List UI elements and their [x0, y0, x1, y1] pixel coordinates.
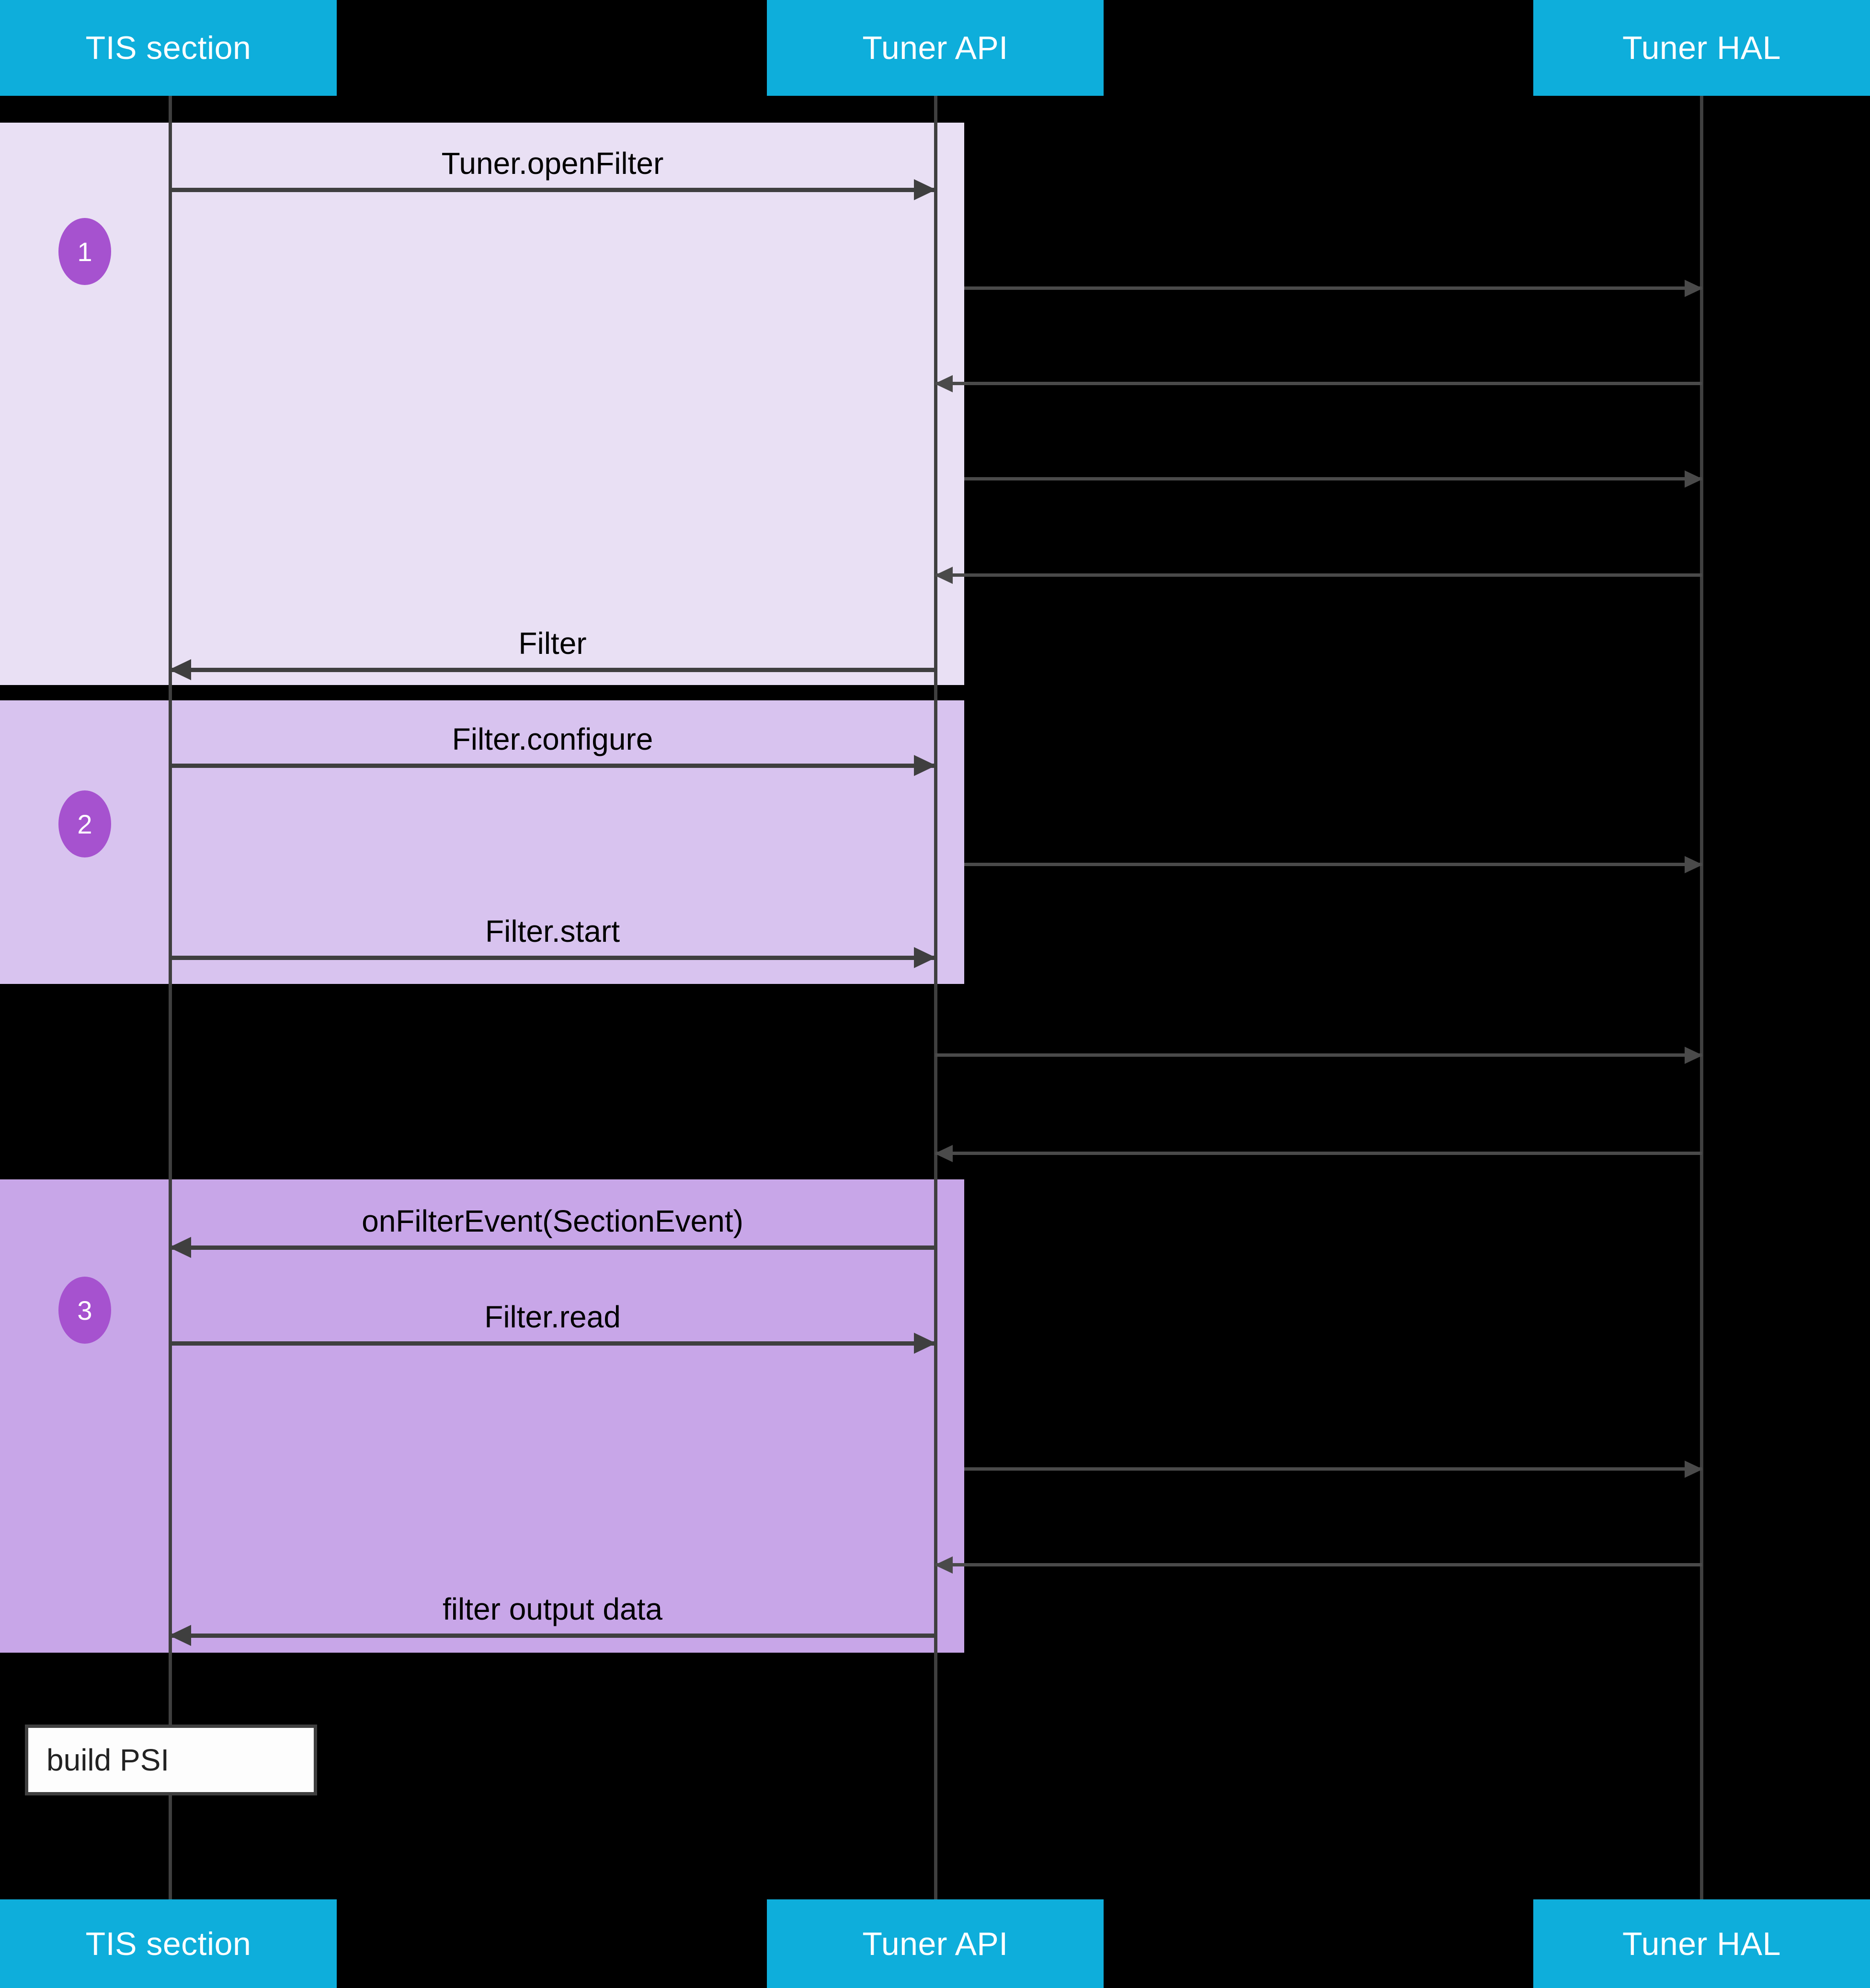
arrowhead-right-icon — [1685, 280, 1703, 297]
phase-badge-2: 2 — [58, 790, 111, 857]
message-filter-return-label: Filter — [518, 626, 587, 661]
arrowhead-left-icon — [935, 375, 953, 392]
message-line — [935, 1152, 1702, 1155]
arrowhead-right-icon — [914, 755, 936, 776]
message-line — [964, 286, 1702, 290]
lifeline-tis — [169, 96, 172, 1899]
message-line — [935, 1563, 1702, 1566]
lifeline-hal — [1700, 96, 1703, 1899]
message-line — [935, 573, 1702, 577]
arrowhead-right-icon — [914, 1333, 936, 1354]
arrowhead-right-icon — [1685, 1047, 1703, 1064]
arrowhead-right-icon — [914, 179, 936, 200]
message-onfilterevent-label: onFilterEvent(SectionEvent) — [362, 1204, 743, 1238]
phase-band-2 — [0, 700, 964, 984]
participant-header-tis[interactable]: TIS section — [0, 0, 337, 96]
message-line — [935, 382, 1702, 385]
message-filter-configure-label: Filter.configure — [452, 722, 653, 756]
participant-header-api-label: Tuner API — [862, 30, 1008, 66]
phase-badge-1-label: 1 — [77, 236, 92, 267]
participant-header-hal[interactable]: Tuner HAL — [1533, 0, 1870, 96]
arrowhead-left-icon — [169, 659, 191, 680]
message-line — [964, 477, 1702, 480]
participant-header-tis-label: TIS section — [85, 30, 251, 66]
activation-api-1 — [934, 123, 964, 685]
participant-footer-tis[interactable]: TIS section — [0, 1899, 337, 1988]
message-line — [170, 956, 935, 960]
activation-api-3 — [934, 1179, 964, 1653]
message-line — [170, 668, 935, 672]
message-line — [170, 1245, 935, 1250]
arrowhead-right-icon — [914, 947, 936, 968]
note-build-psi[interactable]: build PSI — [25, 1725, 317, 1795]
phase-badge-1: 1 — [58, 218, 111, 285]
message-line — [170, 1634, 935, 1638]
arrowhead-right-icon — [1685, 856, 1703, 873]
participant-footer-api-label: Tuner API — [862, 1925, 1008, 1962]
arrowhead-right-icon — [1685, 1461, 1703, 1478]
phase-band-3 — [0, 1179, 964, 1653]
phase-badge-2-label: 2 — [77, 809, 92, 839]
message-filter-start-label: Filter.start — [485, 914, 620, 948]
participant-header-hal-label: Tuner HAL — [1622, 30, 1781, 66]
message-tuner-openfilter-label: Tuner.openFilter — [441, 146, 664, 181]
note-build-psi-label: build PSI — [46, 1743, 170, 1777]
arrowhead-left-icon — [935, 567, 953, 584]
message-line — [935, 1053, 1702, 1057]
message-filter-read-label: Filter.read — [484, 1300, 621, 1334]
activation-api-2 — [934, 700, 964, 984]
arrowhead-left-icon — [935, 1556, 953, 1574]
message-line — [170, 764, 935, 768]
message-line — [964, 1467, 1702, 1471]
arrowhead-left-icon — [935, 1145, 953, 1162]
message-line — [964, 863, 1702, 866]
arrowhead-left-icon — [169, 1625, 191, 1646]
participant-footer-tis-label: TIS section — [85, 1925, 251, 1962]
lifeline-api — [934, 96, 937, 1899]
participant-header-api[interactable]: Tuner API — [767, 0, 1104, 96]
message-filter-output-data-label: filter output data — [443, 1592, 662, 1626]
participant-footer-api[interactable]: Tuner API — [767, 1899, 1104, 1988]
arrowhead-left-icon — [169, 1237, 191, 1258]
phase-badge-3: 3 — [58, 1277, 111, 1344]
participant-footer-hal-label: Tuner HAL — [1622, 1925, 1781, 1962]
phase-badge-3-label: 3 — [77, 1295, 92, 1325]
phase-band-1 — [0, 123, 964, 685]
participant-footer-hal[interactable]: Tuner HAL — [1533, 1899, 1870, 1988]
message-line — [170, 188, 935, 192]
arrowhead-right-icon — [1685, 470, 1703, 488]
message-line — [170, 1341, 935, 1346]
